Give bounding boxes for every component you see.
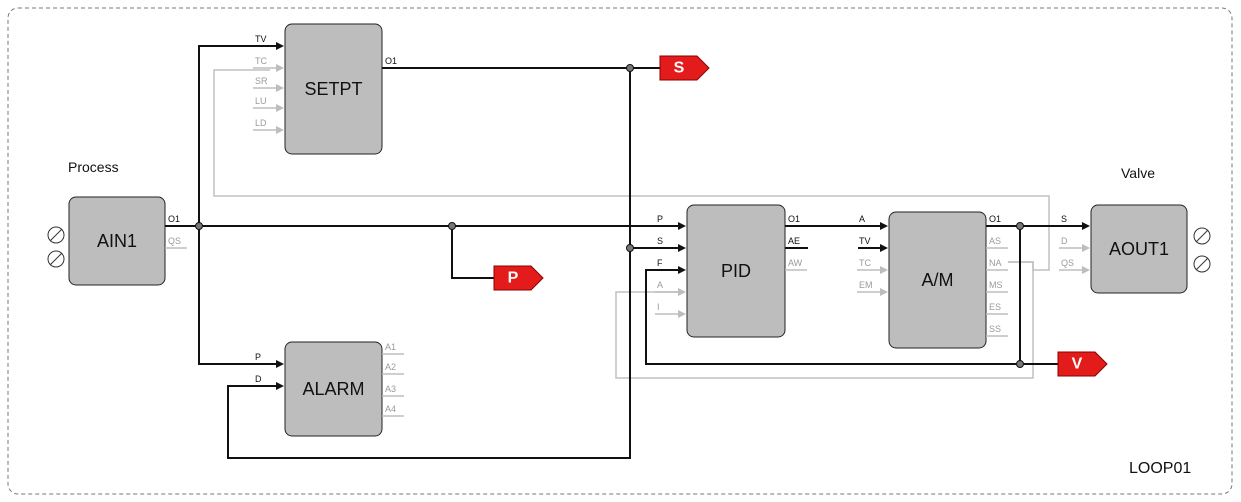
valve-terminal-icon [1193, 227, 1211, 273]
setpt-input-pin: TV [255, 34, 267, 44]
setpt-input-pin: TC [255, 56, 267, 66]
am-input-pin: EM [859, 280, 873, 290]
aout1-name: AOUT1 [1109, 239, 1169, 259]
tag-s[interactable]: S [659, 55, 710, 81]
alarm-name: ALARM [302, 379, 364, 399]
ain1-output-pin: QS [168, 236, 181, 246]
am-input-pin: A [859, 214, 865, 224]
ain1-output-pin: O1 [168, 214, 180, 224]
alarm-output-pin: A3 [385, 384, 396, 394]
setpt-output-pin: O1 [385, 56, 397, 66]
loop-name: LOOP01 [1129, 460, 1191, 477]
pid-output-pin: AE [788, 236, 800, 246]
junction-dots [195, 64, 1024, 368]
active-wires [165, 45, 1088, 459]
am-input-pin: TV [859, 236, 871, 246]
setpt-block[interactable]: SETPT TV TC SR LU LD O1 [253, 23, 404, 155]
tag-v-label: V [1072, 356, 1083, 373]
pid-input-pin: A [657, 280, 663, 290]
secondary-wires [213, 69, 1050, 379]
setpt-input-pin: LU [255, 96, 267, 106]
alarm-output-pin: A1 [385, 342, 396, 352]
pid-input-pin: S [657, 236, 663, 246]
aout1-block[interactable]: AOUT1 S D QS [1059, 204, 1188, 294]
am-output-pin: SS [989, 324, 1001, 334]
am-name: A/M [921, 270, 953, 290]
alarm-output-pin: A2 [385, 362, 396, 372]
aout1-input-pin: S [1061, 214, 1067, 224]
am-input-pin: TC [859, 258, 871, 268]
pid-output-pin: AW [788, 258, 803, 268]
am-output-pin: AS [989, 236, 1001, 246]
setpt-input-pin: SR [255, 76, 268, 86]
aout1-input-pin: D [1061, 236, 1068, 246]
am-output-pin: MS [989, 280, 1003, 290]
tag-s-label: S [674, 60, 685, 77]
am-output-pin: NA [989, 258, 1002, 268]
loop-frame [7, 7, 1233, 495]
alarm-input-pin: P [255, 352, 261, 362]
process-label: Process [68, 159, 119, 175]
alarm-input-pin: D [255, 374, 262, 384]
ain1-name: AIN1 [97, 231, 137, 251]
pid-input-pin: I [657, 302, 660, 312]
tag-v[interactable]: V [1057, 351, 1108, 377]
alarm-output-pin: A4 [385, 404, 396, 414]
tag-p[interactable]: P [493, 265, 544, 291]
process-terminal-icon [47, 226, 65, 268]
pid-input-pin: F [657, 258, 663, 268]
pid-name: PID [721, 261, 751, 281]
am-output-pin: ES [989, 302, 1001, 312]
aout1-input-pin: QS [1061, 258, 1074, 268]
am-output-pin: O1 [989, 214, 1001, 224]
tag-p-label: P [508, 270, 519, 287]
pid-input-pin: P [657, 214, 663, 224]
setpt-name: SETPT [304, 79, 362, 99]
valve-label: Valve [1121, 165, 1155, 181]
pid-output-pin: O1 [788, 214, 800, 224]
setpt-input-pin: LD [255, 118, 267, 128]
